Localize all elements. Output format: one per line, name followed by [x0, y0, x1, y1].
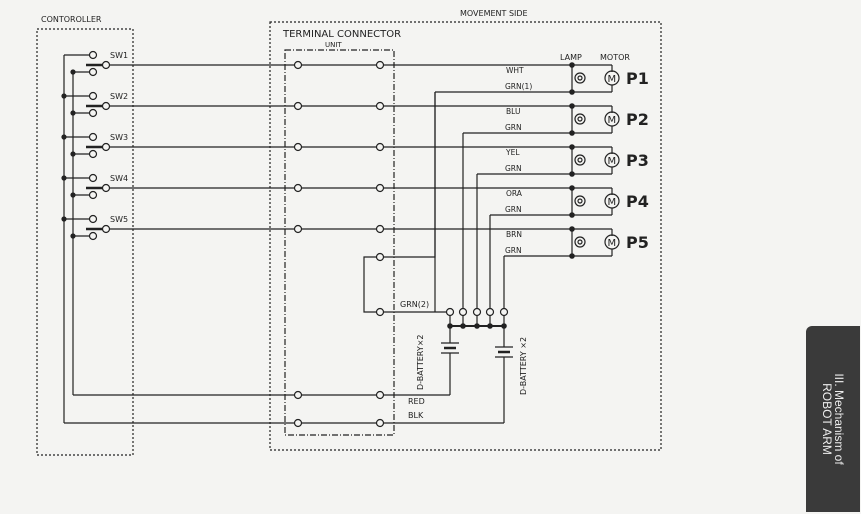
battery-terminal — [472, 307, 482, 317]
motor-icon: M — [604, 111, 620, 127]
battery-terminal — [485, 307, 495, 317]
battery-terminal — [499, 307, 509, 317]
port-label: P5 — [626, 233, 649, 252]
wire-color-label: GRN — [505, 246, 522, 255]
motor-icon: M — [604, 234, 620, 250]
switch-label: SW4 — [110, 174, 128, 183]
wire-color-label: YEL — [505, 148, 520, 157]
lamp-icon — [574, 236, 586, 248]
wire-color-label: GRN — [505, 205, 522, 214]
motor-icon: M — [604, 193, 620, 209]
terminal-unit-box — [284, 49, 395, 436]
port-label: P1 — [626, 69, 649, 88]
controller-label: CONTOROLLER — [41, 15, 102, 24]
terminal-red-left — [293, 390, 303, 400]
battery-terminal — [458, 307, 468, 317]
movement-side-label: MOVEMENT SIDE — [460, 9, 528, 18]
wire-color-label: ORA — [506, 189, 523, 198]
svg-text:M: M — [608, 197, 617, 208]
svg-text:M: M — [608, 238, 617, 249]
battery-terminal — [445, 307, 455, 317]
terminal-subtitle: UNIT — [325, 41, 342, 49]
battery-label-right: D-BATTERY ×2 — [519, 337, 528, 395]
switch-label: SW3 — [110, 133, 128, 142]
port-label: P2 — [626, 110, 649, 129]
grn2-label: GRN(2) — [400, 300, 429, 309]
wire-color-label: BLU — [506, 107, 520, 116]
controller-box — [36, 28, 134, 456]
wire-color-label: GRN — [505, 123, 522, 132]
lamp-icon — [574, 113, 586, 125]
svg-text:M: M — [608, 156, 617, 167]
wire-color-label: GRN — [505, 164, 522, 173]
battery-right — [495, 326, 513, 423]
terminal-red-right — [375, 390, 385, 400]
wire-color-label: GRN(1) — [505, 82, 532, 91]
switch-label: SW1 — [110, 51, 128, 60]
svg-text:M: M — [608, 74, 617, 85]
motor-icon: M — [604, 152, 620, 168]
section-tab-line1: III. Mechanism of — [832, 373, 846, 465]
switch-label: SW2 — [110, 92, 128, 101]
lamp-header: LAMP — [560, 53, 582, 62]
port-label: P3 — [626, 151, 649, 170]
terminal-blk-left — [293, 418, 303, 428]
motor-header: MOTOR — [600, 53, 630, 62]
red-label: RED — [408, 397, 425, 406]
lamp-icon — [574, 195, 586, 207]
movement-side-box — [269, 21, 662, 451]
lamp-icon — [574, 154, 586, 166]
battery-label-left: D-BATTERY×2 — [416, 334, 425, 390]
terminal-title: TERMINAL CONNECTOR — [282, 29, 401, 40]
lamp-icon — [574, 72, 586, 84]
svg-text:M: M — [608, 115, 617, 126]
port-label: P4 — [626, 192, 649, 211]
blk-label: BLK — [408, 411, 424, 420]
wire-color-label: BRN — [506, 230, 522, 239]
section-tab: III. Mechanism of ROBOT ARM — [806, 326, 860, 512]
terminal-blk-right — [375, 418, 385, 428]
section-tab-line2: ROBOT ARM — [820, 383, 834, 455]
motor-icon: M — [604, 70, 620, 86]
battery-left — [441, 326, 459, 395]
wire-color-label: WHT — [506, 66, 524, 75]
switch-label: SW5 — [110, 215, 128, 224]
